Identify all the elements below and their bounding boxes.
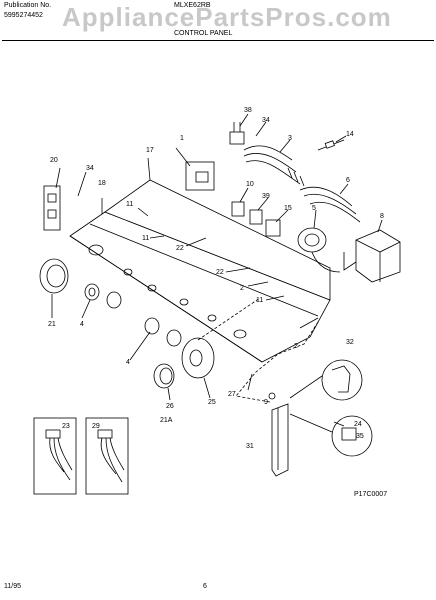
section-title: CONTROL PANEL [174,30,233,37]
knob-4b [144,317,160,335]
harness-box-23 [33,417,77,495]
part-label-4a: 4 [80,321,84,328]
model-number: MLXE62RB [174,2,211,9]
part-label-31: 31 [246,443,254,450]
footer-page: 6 [203,583,207,590]
part-label-26: 26 [166,403,174,410]
pressure-switch-5 [297,227,327,253]
part-label-5: 5 [312,205,316,212]
watermark: AppliancePartsPros.com [62,2,392,32]
terminal-block-8 [355,229,401,283]
dial-25 [181,337,215,379]
bracket-31 [271,403,289,477]
part-label-20: 20 [50,157,58,164]
part-label-22a: 22 [176,245,184,252]
footer-date: 11/95 [4,583,21,590]
part-label-21: 21 [48,321,56,328]
part-label-6: 6 [346,177,350,184]
knob-21 [39,258,69,294]
publication-label: Publication No. [4,2,52,9]
relay-15 [265,219,281,237]
part-label-34b: 34 [86,165,94,172]
part-label-2a: 2 [240,285,244,292]
part-label-8: 8 [380,213,384,220]
part-label-24: 24 [354,421,362,428]
header-rule [2,40,434,41]
part-label-3: 3 [288,135,292,142]
part-label-21a: 21A [160,417,173,424]
drawing-code: P17C0007 [354,491,387,498]
part-label-11c: 11 [256,297,263,304]
knob-26 [153,363,175,389]
wire-harness-3 [243,145,301,185]
part-label-34a: 34 [262,117,270,124]
part-label-15: 15 [284,205,292,212]
detail-circle-32 [321,359,363,401]
part-label-23: 23 [62,423,70,430]
publication-number: 5995274452 [4,12,43,19]
switch-38 [229,131,245,145]
part-label-22b: 22 [216,269,224,276]
part-label-29: 29 [92,423,100,430]
part-label-10: 10 [246,181,254,188]
part-label-18: 18 [98,180,106,187]
part-label-32: 32 [346,339,354,346]
detail-circle-35 [331,415,373,457]
part-label-27: 27 [228,391,236,398]
switch-10 [231,201,245,217]
part-label-39: 39 [262,193,270,200]
wire-harness-6 [299,186,361,223]
harness-box-29 [85,417,129,495]
part-label-38: 38 [244,107,252,114]
part-label-17: 17 [146,147,154,154]
knob-4a [84,283,100,301]
timer-1 [185,161,215,191]
part-label-1: 1 [180,135,184,142]
part-label-9: 9 [264,399,268,406]
part-label-11a: 11 [126,201,133,208]
part-label-2b: 2 [294,343,298,350]
switch-39 [249,209,263,225]
part-label-35: 35 [356,433,364,440]
bracket-20 [43,185,61,231]
part-label-14: 14 [346,131,354,138]
part-label-25: 25 [208,399,216,406]
control-panel-top [104,179,331,301]
part-label-11b: 11 [142,235,149,242]
part-label-4b: 4 [126,359,130,366]
